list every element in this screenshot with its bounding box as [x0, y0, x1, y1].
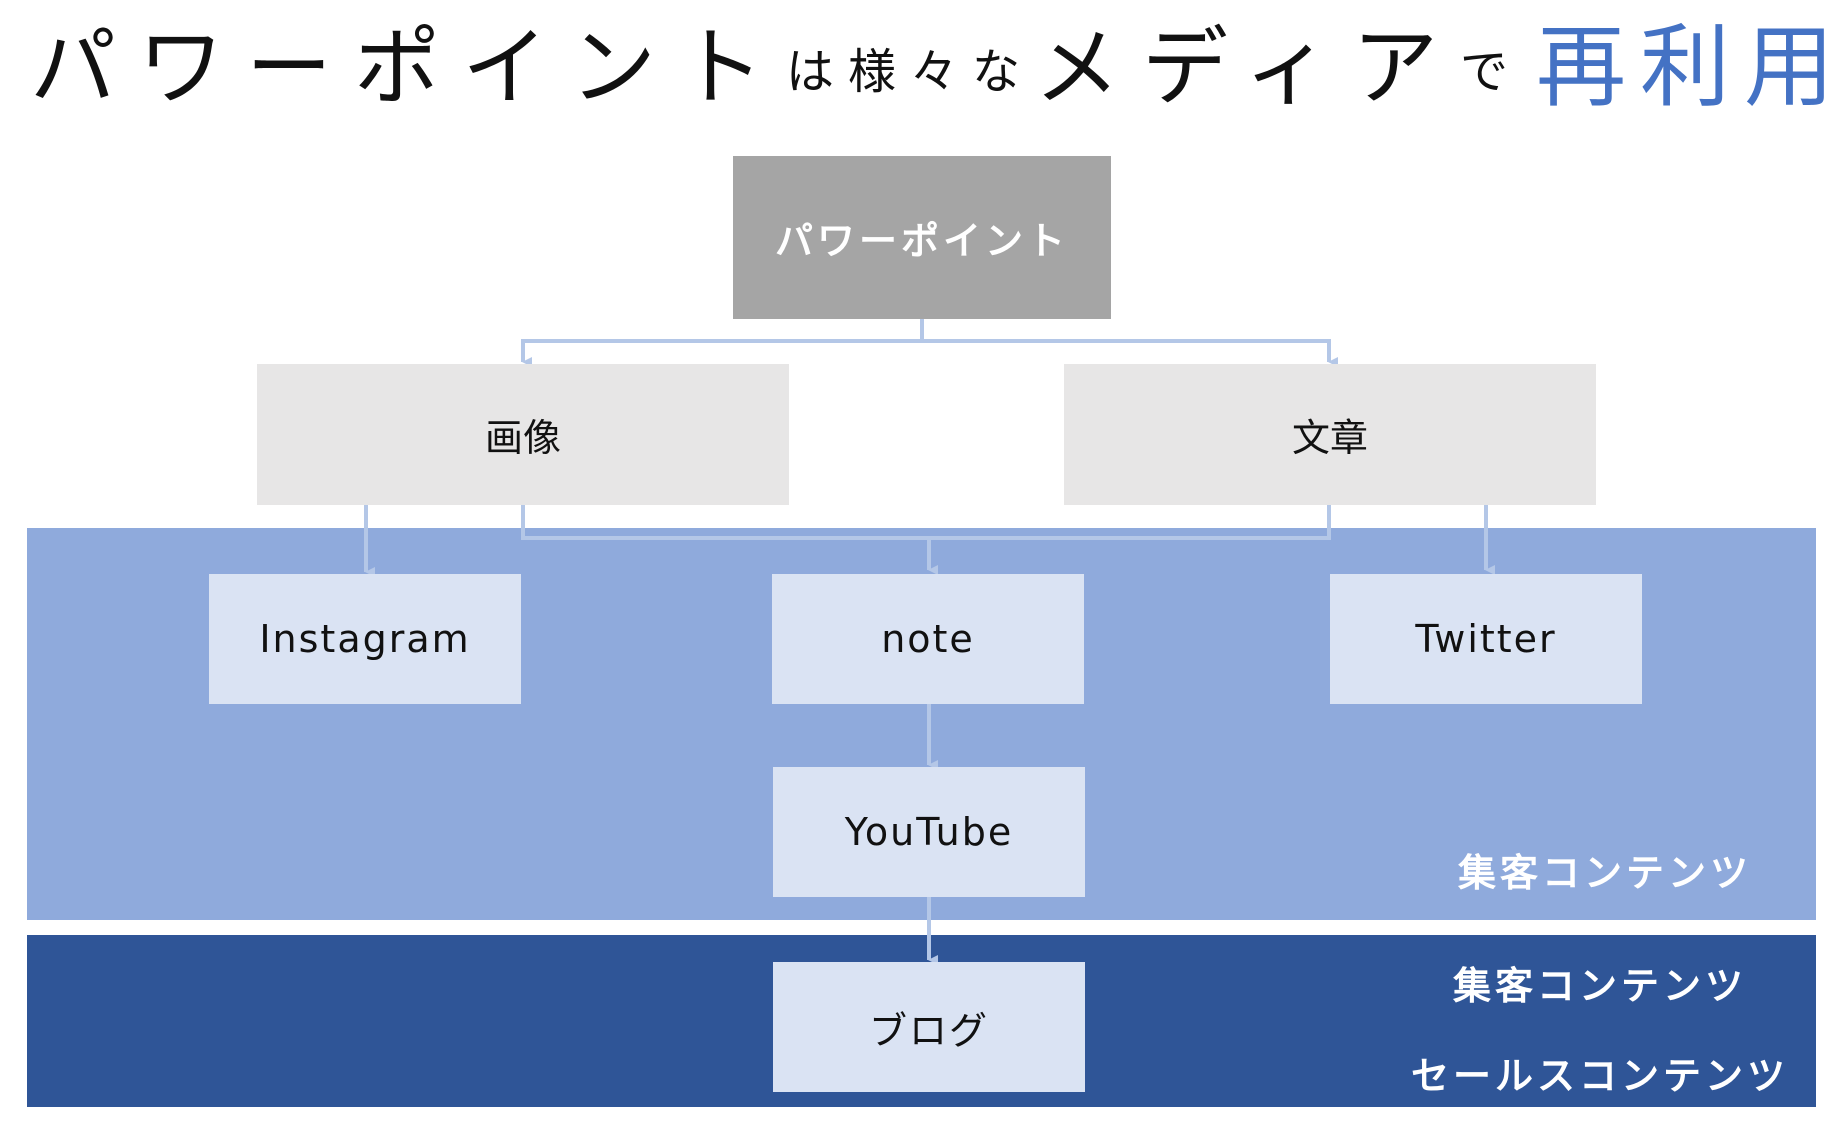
media-node-label: YouTube — [844, 810, 1014, 854]
band-light-label: 集客コンテンツ — [1457, 851, 1752, 895]
media-node-label: note — [881, 617, 975, 661]
media-node-blog: ブログ — [773, 962, 1085, 1092]
category-node-label: 画像 — [484, 416, 561, 460]
media-node-label: Instagram — [259, 617, 471, 661]
media-node-label: Twitter — [1415, 617, 1557, 661]
category-node-image: 画像 — [257, 364, 789, 505]
title-powerpoint: パワーポイント — [30, 18, 786, 118]
media-node-youtube: YouTube — [773, 767, 1085, 897]
root-node-powerpoint: パワーポイント — [733, 156, 1111, 319]
title-de: で — [1460, 44, 1523, 100]
media-node-note: note — [772, 574, 1084, 704]
category-node-text: 文章 — [1064, 364, 1596, 505]
title-media: メディア — [1034, 18, 1460, 118]
media-node-twitter: Twitter — [1330, 574, 1642, 704]
title-reuse: 再利用 — [1536, 15, 1842, 120]
media-node-label: ブログ — [868, 1008, 989, 1053]
band-dark-label-2: セールスコンテンツ — [1410, 1054, 1789, 1098]
media-node-instagram: Instagram — [209, 574, 521, 704]
root-node-label: パワーポイント — [774, 219, 1069, 263]
slide-title: パワーポイント は様々な メディア で 再利用 — [30, 0, 1842, 120]
category-node-label: 文章 — [1291, 416, 1368, 460]
title-various: は様々な — [786, 44, 1035, 100]
band-dark-label-1: 集客コンテンツ — [1452, 964, 1747, 1008]
